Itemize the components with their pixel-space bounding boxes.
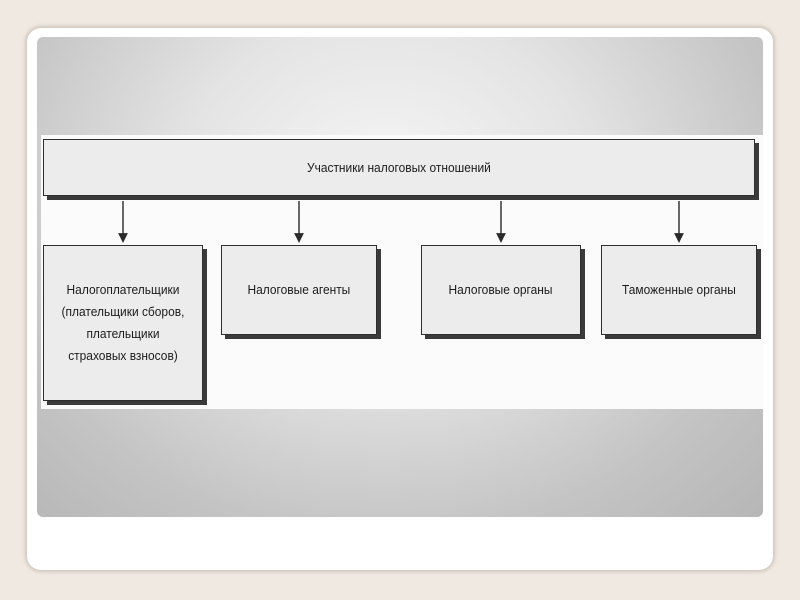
- node-tax-authorities-label: Налоговые органы: [449, 282, 553, 297]
- root-node: Участники налоговых отношений: [43, 139, 755, 196]
- diagram-image: Участники налоговых отношений Налогоплат…: [41, 135, 763, 409]
- node-taxpayers-label: Налогоплательщики (плательщики сборов, п…: [61, 282, 185, 363]
- connector-arrows: [118, 201, 684, 243]
- node-tax-authorities: Налоговые органы: [421, 245, 581, 335]
- node-customs-authorities-label: Таможенные органы: [622, 282, 736, 297]
- node-taxpayers: Налогоплательщики (плательщики сборов, п…: [43, 245, 203, 401]
- node-tax-agents: Налоговые агенты: [221, 245, 377, 335]
- node-tax-agents-label: Налоговые агенты: [247, 282, 351, 297]
- image-panel: Участники налоговых отношений Налогоплат…: [37, 37, 763, 517]
- node-customs-authorities: Таможенные органы: [601, 245, 757, 335]
- root-node-label: Участники налоговых отношений: [307, 159, 491, 175]
